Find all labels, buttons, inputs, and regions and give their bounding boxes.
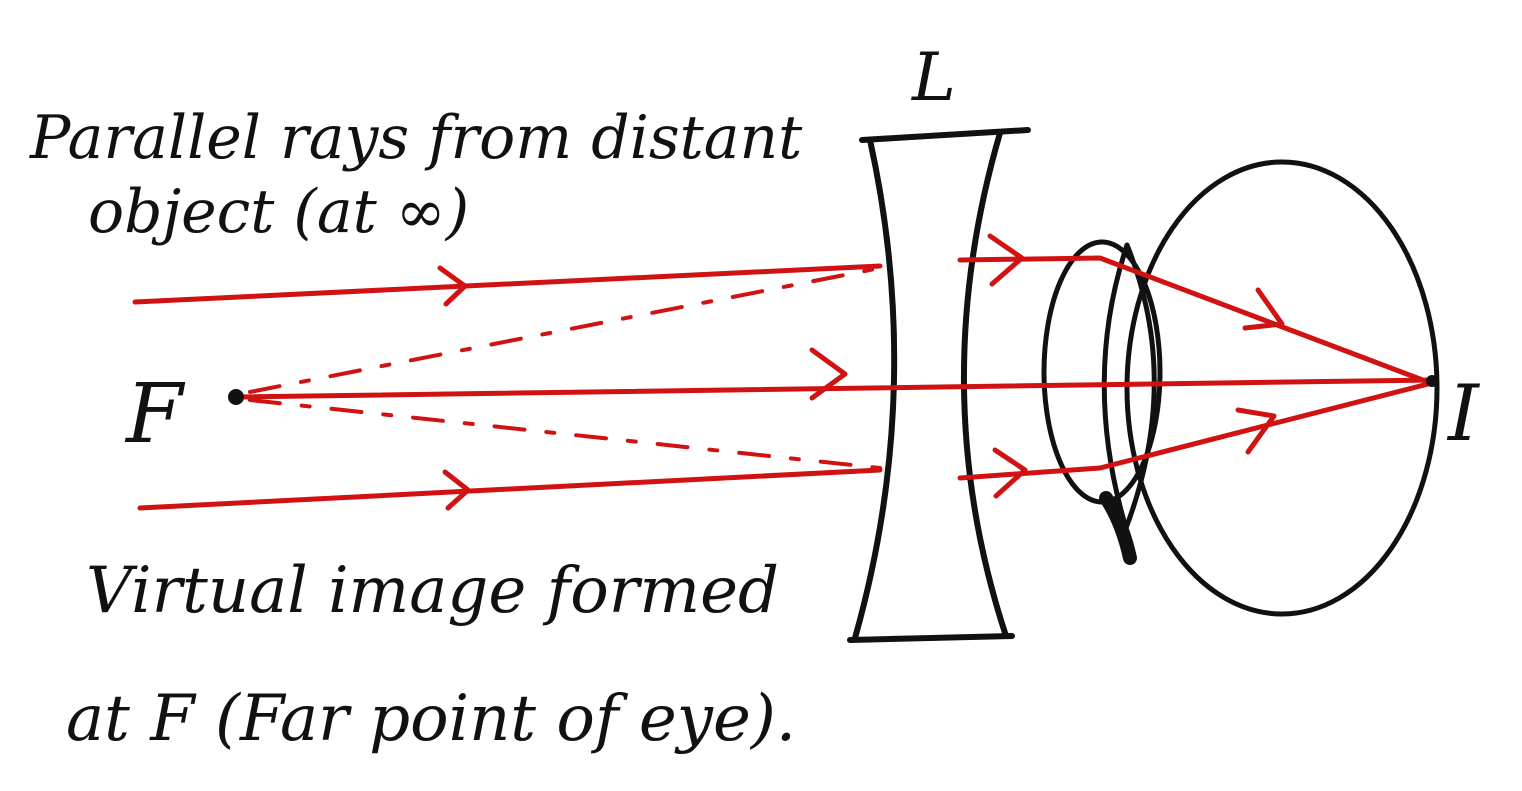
caption-bottom-line2: at F (Far point of eye).	[66, 682, 796, 756]
image-point-dot	[1426, 375, 1438, 387]
lens-label: L	[911, 39, 956, 116]
image-point-label: I	[1446, 369, 1481, 459]
ray-top-incident	[135, 266, 880, 302]
ray-bottom-diverged	[960, 384, 1428, 478]
caption-bottom-line1: Virtual image formed	[86, 554, 779, 628]
iris-dark	[1106, 498, 1130, 558]
eyeball	[1127, 162, 1437, 614]
lens-bottom-edge	[850, 636, 1012, 640]
virtual-ray-lower	[250, 400, 880, 468]
light-rays	[135, 258, 1432, 508]
caption-top-line2: object (at ∞)	[88, 177, 469, 247]
ray-top-diverged	[960, 258, 1428, 382]
virtual-ray-upper	[250, 268, 880, 392]
eye	[1044, 162, 1437, 614]
lens-top-edge	[862, 130, 1028, 140]
focus-label: F	[124, 367, 186, 462]
caption-top-line1: Parallel rays from distant	[29, 103, 803, 173]
ray-bottom-incident	[140, 470, 880, 508]
focus-point-dot	[228, 389, 244, 405]
